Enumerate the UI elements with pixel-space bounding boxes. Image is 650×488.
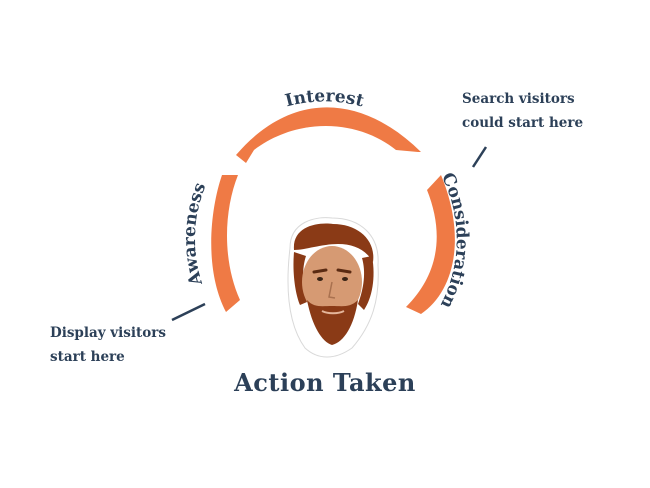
search-note-connector: [471, 146, 488, 168]
search-visitors-note: Search visitors could start here: [462, 87, 583, 135]
stage-label-awareness: Awareness: [180, 180, 210, 289]
display-note-connector: [171, 302, 206, 322]
interest-arc: [236, 107, 421, 163]
display-visitors-note: Display visitors start here: [50, 321, 166, 369]
funnel-arcs: [211, 107, 455, 314]
consideration-arc: [406, 175, 455, 314]
display-note-line-1: Display visitors: [50, 325, 166, 341]
action-taken-title: Action Taken: [234, 368, 416, 397]
awareness-arc: [211, 175, 240, 312]
portrait-photo: [287, 217, 379, 358]
display-note-line-2: start here: [50, 349, 125, 365]
search-note-line-2: could start here: [462, 115, 584, 131]
search-note-line-1: Search visitors: [462, 91, 575, 107]
